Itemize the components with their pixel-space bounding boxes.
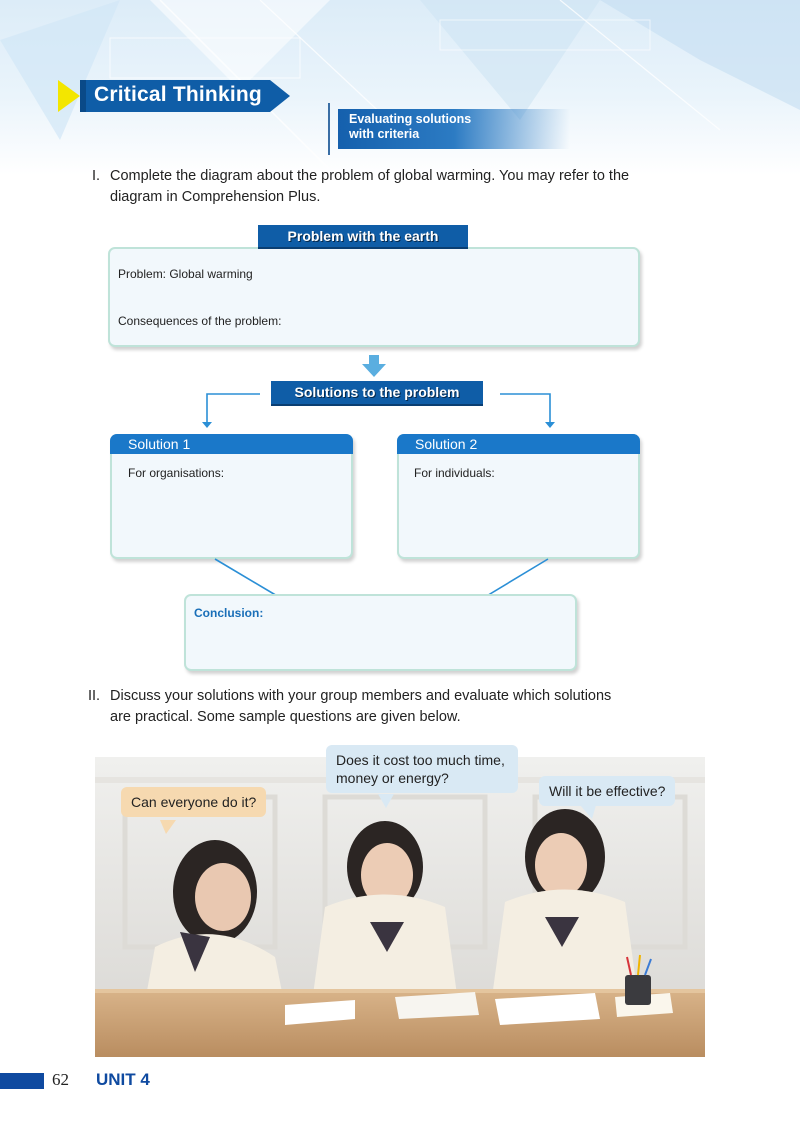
students-photo	[95, 757, 705, 1057]
speech-bubble-question-3: Will it be effective?	[539, 776, 676, 806]
page-number: 62	[52, 1070, 69, 1089]
bubble-tail	[580, 805, 596, 819]
solution-1-label: For organisations:	[128, 466, 225, 480]
instruction-number: I.	[92, 168, 101, 184]
problem-tag: Problem with the earth	[258, 225, 468, 249]
speech-bubble-question-1: Can everyone do it?	[121, 787, 267, 817]
solution-2-heading: Solution 2	[397, 434, 640, 454]
arrow-down-icon	[362, 355, 386, 377]
speech-bubble-question-2: Does it cost too much time, money or ene…	[326, 745, 518, 793]
skill-banner	[338, 109, 570, 149]
solution-1-heading: Solution 1	[110, 434, 353, 454]
instruction-number: II.	[88, 688, 101, 704]
instruction-part-2: II. Discuss your solutions with your gro…	[88, 688, 612, 725]
problem-label: Problem: Global warming	[118, 267, 253, 281]
consequences-label: Consequences of the problem:	[118, 314, 282, 328]
solution-1-box	[110, 434, 353, 559]
problem-box	[108, 247, 640, 347]
footer-bar	[0, 1073, 44, 1089]
solution-2-label: For individuals:	[414, 466, 495, 480]
divider	[328, 103, 330, 155]
bubble-tail	[160, 820, 176, 834]
solutions-tag: Solutions to the problem	[271, 381, 483, 406]
section-banner	[58, 80, 290, 112]
unit-label: UNIT 4	[96, 1070, 150, 1089]
skill-label: Evaluating solutions with criteria	[349, 112, 472, 141]
branch-connectors	[202, 393, 555, 428]
conclusion-box	[184, 594, 577, 671]
bubble-tail	[378, 794, 394, 808]
instruction-part-1: I. Complete the diagram about the proble…	[92, 168, 630, 205]
conclusion-label: Conclusion:	[194, 606, 264, 620]
solution-2-box	[397, 434, 640, 559]
section-title: Critical Thinking	[94, 83, 262, 106]
